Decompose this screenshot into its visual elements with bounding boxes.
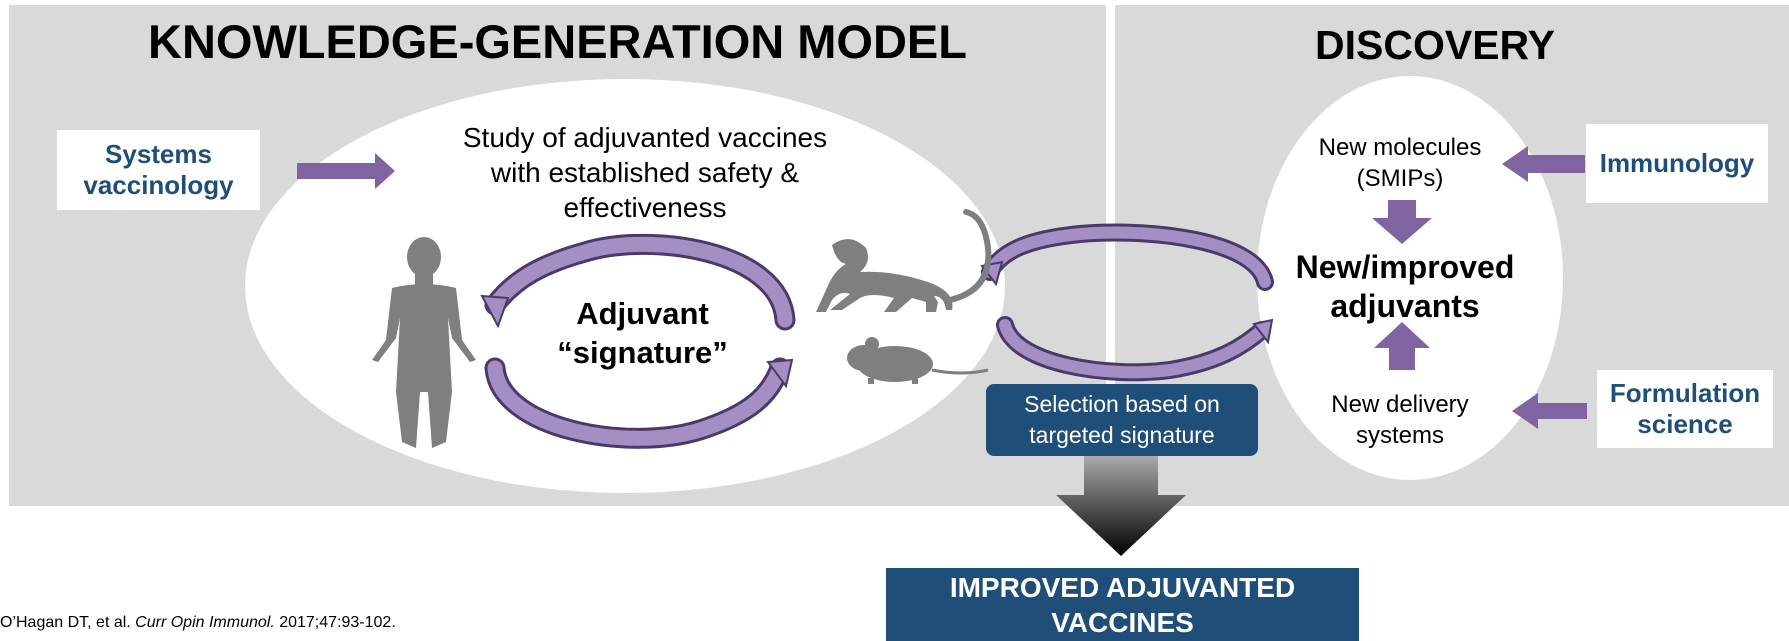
selection-box: Selection based on targeted signature	[986, 384, 1258, 456]
citation: O’Hagan DT, et al. Curr Opin Immunol. 20…	[0, 614, 396, 632]
discovery-ellipse	[1257, 76, 1563, 480]
bridge-cycle-icon	[981, 223, 1274, 382]
bridge-arrowhead-right	[1252, 318, 1274, 345]
cycle-arrows-icon	[484, 233, 796, 449]
knowledge-generation-title: KNOWLEDGE-GENERATION MODEL	[148, 15, 967, 68]
cycle-arrowhead-left	[480, 294, 510, 329]
formulation-science-box: Formulation science	[1597, 370, 1773, 448]
new-delivery-text: New delivery systems	[1331, 391, 1469, 449]
citation-journal: Curr Opin Immunol.	[135, 614, 275, 631]
immunology-arrow	[1502, 146, 1585, 182]
up-arrow	[1374, 322, 1430, 370]
systems-arrow	[297, 153, 395, 189]
new-molecules-text: New molecules (SMIPs)	[1318, 134, 1482, 192]
down-arrow	[1372, 200, 1432, 244]
human-figure-icon	[372, 237, 476, 448]
citation-details: 2017;47:93-102.	[274, 614, 396, 631]
new-adjuvants-text: New/improved adjuvants	[1295, 249, 1515, 324]
improved-vaccines-box: IMPROVED ADJUVANTED VACCINES	[886, 568, 1359, 641]
systems-vaccinology-box: Systems vaccinology	[57, 130, 260, 210]
citation-authors: O’Hagan DT, et al.	[0, 614, 136, 631]
monkey-icon	[816, 209, 992, 312]
mouse-icon	[847, 337, 989, 384]
adjuvant-signature-text: Adjuvant “signature”	[557, 296, 728, 370]
discovery-title: DISCOVERY	[1315, 22, 1555, 68]
study-text: Study of adjuvanted vaccines with establ…	[462, 122, 828, 223]
immunology-box: Immunology	[1586, 124, 1768, 203]
formulation-arrow	[1512, 393, 1587, 429]
cycle-arrowhead-right	[766, 358, 794, 389]
